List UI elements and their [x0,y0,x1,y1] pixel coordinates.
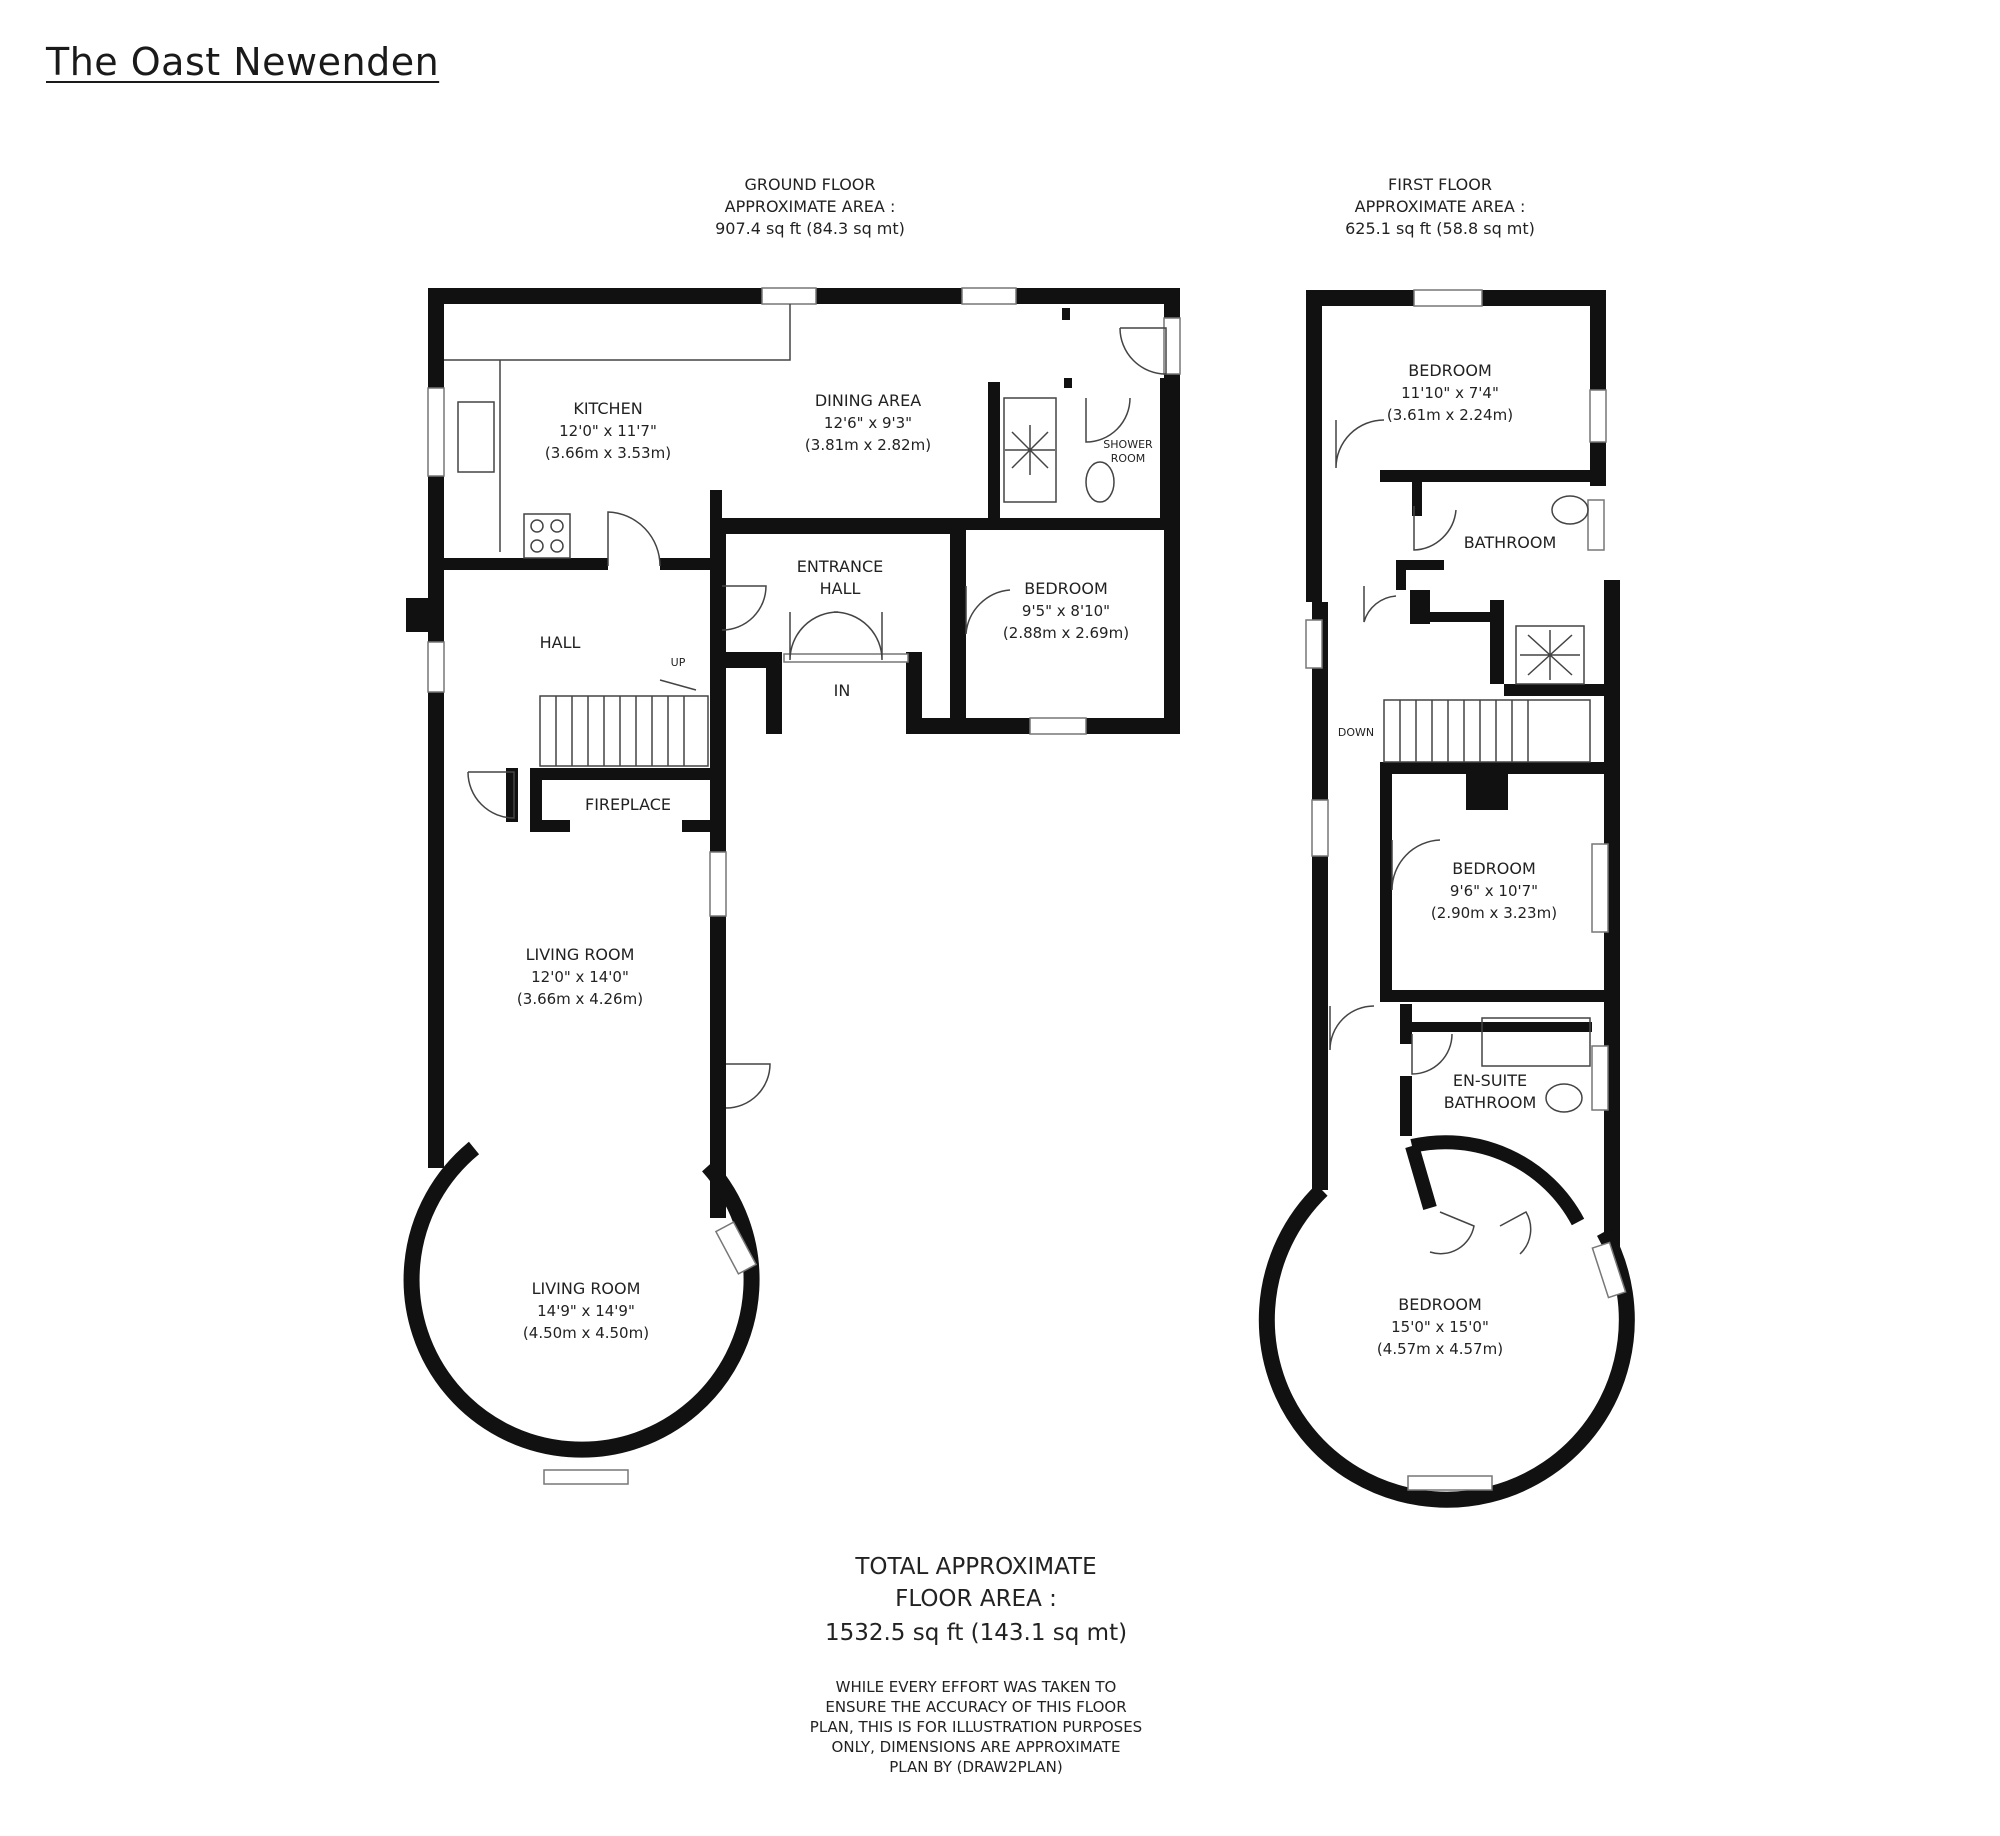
room-bedroom-1-metric: (3.61m x 2.24m) [1387,406,1513,424]
room-kitchen-size: 12'0" x 11'7" [559,422,657,440]
room-bedroom-2-size: 9'6" x 10'7" [1450,882,1538,900]
first-floor-area: 625.1 sq ft (58.8 sq mt) [1345,219,1535,238]
room-ensuite-name2: BATHROOM [1444,1093,1537,1112]
room-kitchen-metric: (3.66m x 3.53m) [545,444,671,462]
ground-floor-plan [403,287,1181,1485]
room-entrance-hall-name2: HALL [820,579,861,598]
room-bedroom-2-metric: (2.90m x 3.23m) [1431,904,1557,922]
disclaimer-line-2: ENSURE THE ACCURACY OF THIS FLOOR [825,1698,1126,1716]
first-floor-heading-1: FIRST FLOOR [1388,175,1492,194]
room-bedroom-ground-metric: (2.88m x 2.69m) [1003,624,1129,642]
room-shower-name: SHOWER [1103,438,1153,451]
plan-title: The Oast Newenden [46,40,440,84]
room-bedroom-3-metric: (4.57m x 4.57m) [1377,1340,1503,1358]
room-bedroom-1-name: BEDROOM [1408,361,1492,380]
room-bedroom-ground-name: BEDROOM [1024,579,1108,598]
ground-floor-heading-2: APPROXIMATE AREA : [725,197,896,216]
total-area-heading-1: TOTAL APPROXIMATE [854,1554,1096,1580]
room-bedroom-ground-size: 9'5" x 8'10" [1022,602,1110,620]
ground-floor-area: 907.4 sq ft (84.3 sq mt) [715,219,905,238]
total-area-heading-2: FLOOR AREA : [895,1586,1057,1612]
stairs-up-label: UP [671,656,686,669]
disclaimer-line-3: PLAN, THIS IS FOR ILLUSTRATION PURPOSES [810,1718,1142,1736]
entrance-in-label: IN [834,681,851,700]
room-hall-name: HALL [540,633,581,652]
room-living-room-size: 12'0" x 14'0" [531,968,629,986]
first-floor-heading-2: APPROXIMATE AREA : [1355,197,1526,216]
room-living-room-name: LIVING ROOM [526,945,635,964]
room-dining-name: DINING AREA [815,391,921,410]
room-bedroom-2-name: BEDROOM [1452,859,1536,878]
room-living-room-round-metric: (4.50m x 4.50m) [523,1324,649,1342]
disclaimer-line-4: ONLY, DIMENSIONS ARE APPROXIMATE [832,1738,1121,1756]
room-living-room-round-name: LIVING ROOM [532,1279,641,1298]
disclaimer-line-1: WHILE EVERY EFFORT WAS TAKEN TO [836,1678,1117,1696]
ground-floor-heading-1: GROUND FLOOR [744,175,875,194]
room-entrance-hall-name: ENTRANCE [797,557,884,576]
room-dining-size: 12'6" x 9'3" [824,414,912,432]
room-shower-name2: ROOM [1111,452,1145,465]
room-fireplace-name: FIREPLACE [585,795,671,814]
room-living-room-metric: (3.66m x 4.26m) [517,990,643,1008]
room-bedroom-3-name: BEDROOM [1398,1295,1482,1314]
room-bedroom-1-size: 11'10" x 7'4" [1401,384,1499,402]
stairs-down-label: DOWN [1338,726,1374,739]
room-dining-metric: (3.81m x 2.82m) [805,436,931,454]
room-ensuite-name: EN-SUITE [1453,1071,1527,1090]
room-bathroom-name: BATHROOM [1464,533,1557,552]
disclaimer-line-5: PLAN BY (DRAW2PLAN) [889,1758,1063,1776]
room-kitchen-name: KITCHEN [573,399,642,418]
first-floor-plan [1258,289,1635,1508]
room-bedroom-3-size: 15'0" x 15'0" [1391,1318,1489,1336]
total-area-value: 1532.5 sq ft (143.1 sq mt) [825,1620,1127,1646]
room-living-room-round-size: 14'9" x 14'9" [537,1302,635,1320]
